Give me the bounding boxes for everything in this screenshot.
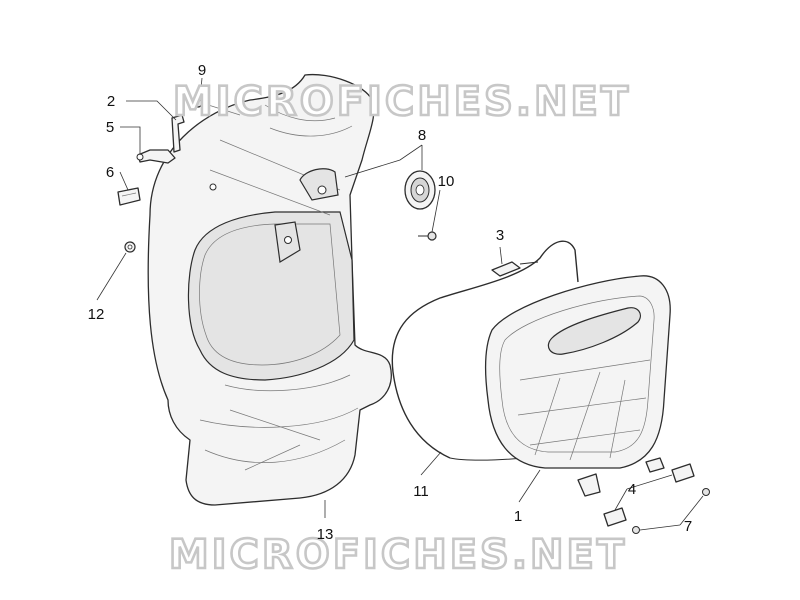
leader-lines — [96, 77, 704, 531]
glove-box-door-part-1 — [485, 275, 671, 497]
callout-4: 4 — [628, 481, 636, 498]
lock-lever-part-2 — [171, 114, 185, 153]
callout-10: 10 — [438, 173, 455, 190]
callout-9: 9 — [198, 62, 206, 79]
hinge-plates-part-4 — [603, 463, 695, 527]
callout-5: 5 — [106, 119, 114, 136]
watermark-bottom: MICROFICHES.NET — [169, 532, 627, 578]
callout-8: 8 — [418, 127, 426, 144]
lock-cover-part-8 — [404, 170, 436, 210]
callout-12: 12 — [88, 306, 105, 323]
nut-part-12 — [124, 241, 136, 253]
callout-11: 11 — [413, 483, 429, 500]
spring-hook-part-5 — [136, 149, 176, 164]
screw-part-9 — [193, 98, 241, 116]
callout-3: 3 — [496, 227, 504, 244]
callout-6: 6 — [106, 164, 114, 181]
callout-1: 1 — [514, 508, 522, 525]
callout-7: 7 — [684, 518, 692, 535]
bracket-part-3 — [491, 261, 521, 277]
watermark-top: MICROFICHES.NET — [173, 79, 631, 125]
clip-part-6 — [117, 187, 141, 206]
leg-shield-part-13 — [147, 73, 392, 506]
screws-part-7 — [632, 488, 710, 534]
callout-2: 2 — [107, 93, 115, 110]
screw-part-10 — [418, 231, 437, 241]
callout-13: 13 — [317, 526, 334, 543]
